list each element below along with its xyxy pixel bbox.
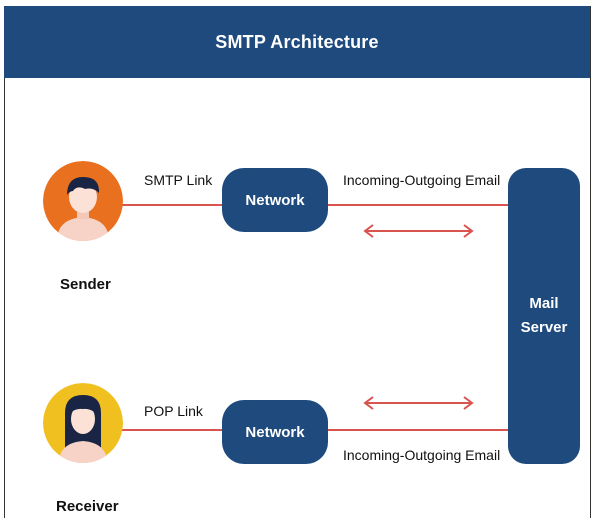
smtp-link-label: SMTP Link [144,172,213,188]
bottom-flow-label: Incoming-Outgoing Email [343,447,501,463]
network-node-bottom: Network [222,400,328,464]
mail-server-line1: Mail [529,295,559,312]
mail-server-node: Mail Server [508,168,580,464]
mail-server-line2: Server [520,319,568,336]
page-title: SMTP Architecture [215,31,379,52]
network-node-top: Network [222,168,328,232]
top-flow-label: Incoming-Outgoing Email [343,172,501,188]
sender-label: Sender [60,276,111,293]
bottom-double-arrow [363,396,474,410]
receiver-label: Receiver [56,498,119,515]
pop-link-label: POP Link [144,403,203,419]
sender-avatar [43,161,123,241]
receiver-avatar [43,383,123,463]
header-bar: SMTP Architecture [4,6,590,78]
top-double-arrow [363,224,474,238]
